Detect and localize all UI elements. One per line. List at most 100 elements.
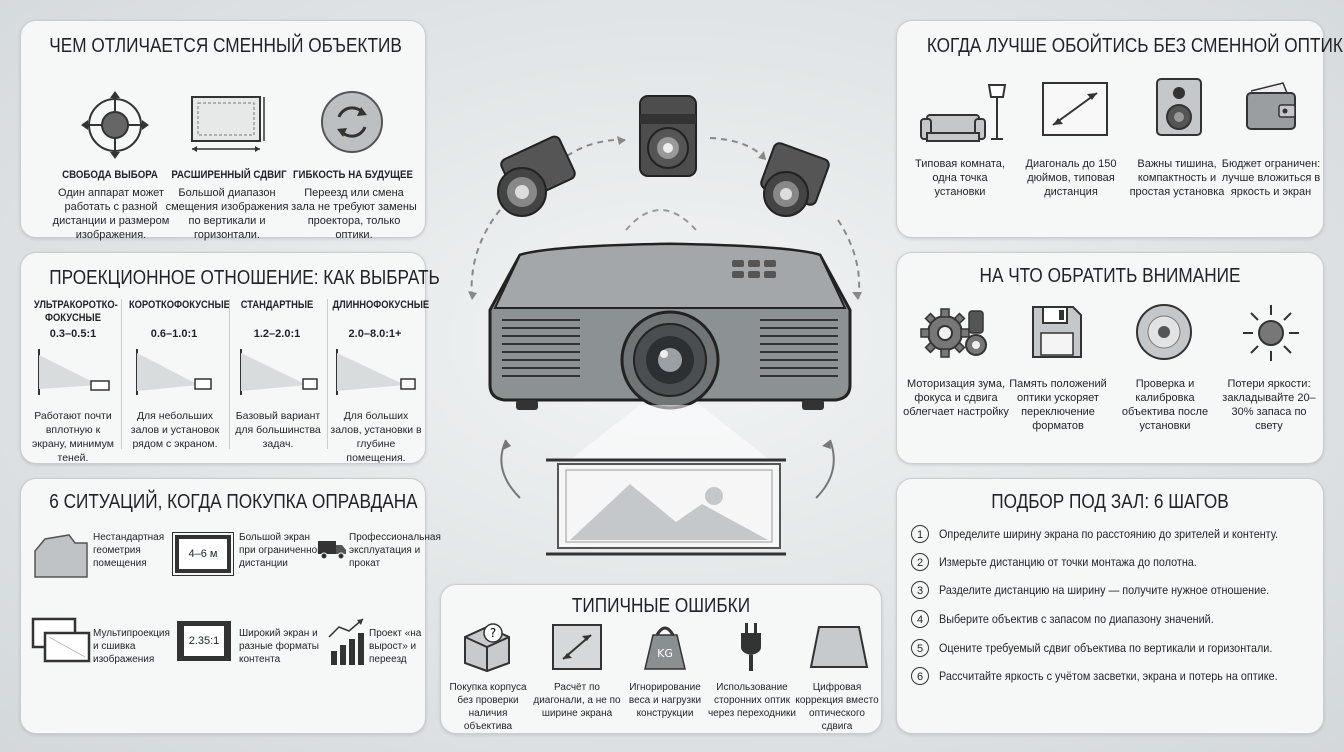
panel-lens-differences: ЧЕМ ОТЛИЧАЕТСЯ СМЕННЫЙ ОБЪЕКТИВ СВОБОДА … bbox=[20, 20, 426, 241]
truck-icon bbox=[318, 541, 346, 560]
lens-right-icon bbox=[760, 142, 830, 217]
step-text: Рассчитайте яркость с учётом засветки, э… bbox=[939, 669, 1278, 683]
diagonal-icon bbox=[1042, 82, 1108, 136]
panel-title: КОГДА ЛУЧШЕ ОБОЙТИСЬ БЕЗ СМЕННОЙ ОПТИКИ bbox=[926, 35, 1344, 57]
step-text: Оцените требуемый сдвиг объектива по вер… bbox=[939, 641, 1273, 655]
gears-icon bbox=[920, 308, 987, 358]
ratio-heading: ДЛИННОФОКУСНЫЕ bbox=[332, 299, 430, 311]
aspect-ratio-badge: 2.35:1 bbox=[188, 635, 220, 647]
ultra-short-diagram-icon bbox=[38, 349, 110, 395]
situation-text: Профессиональная эксплуатация и прокат bbox=[349, 532, 441, 569]
adapter-plug-icon bbox=[741, 623, 761, 671]
ratio-heading: КОРОТКОФОКУСНЫЕ bbox=[128, 299, 230, 311]
step-number: 1 bbox=[911, 525, 929, 543]
short-throw-diagram-icon bbox=[136, 349, 212, 395]
mistake-text: Расчёт по диагонали, а не по ширине экра… bbox=[533, 682, 621, 719]
mistake-text: Покупка корпуса без проверки наличия объ… bbox=[449, 682, 527, 732]
panel-title: ЧЕМ ОТЛИЧАЕТСЯ СМЕННЫЙ ОБЪЕКТИВ bbox=[49, 35, 402, 57]
step-number: 6 bbox=[911, 667, 929, 685]
step-number: 2 bbox=[911, 553, 929, 571]
ratio-value: 2.0–8.0:1+ bbox=[348, 328, 402, 340]
divider bbox=[229, 299, 230, 449]
weight-icon: KG bbox=[644, 626, 686, 670]
attention-text: Моторизация зума, фокуса и сдвига облегч… bbox=[903, 378, 1009, 418]
shift-frame-icon bbox=[191, 96, 265, 152]
panel-title: ПОДБОР ПОД ЗАЛ: 6 ШАГОВ bbox=[991, 491, 1229, 513]
panel-attention: НА ЧТО ОБРАТИТЬ ВНИМАНИЕ Моторизация зум… bbox=[896, 252, 1324, 464]
multi-screen-icon bbox=[31, 617, 91, 663]
lens-item-heading: СВОБОДА ВЫБОРА bbox=[62, 169, 158, 181]
panel-situations: 6 СИТУАЦИЙ, КОГДА ПОКУПКА ОПРАВДАНА Нест… bbox=[20, 478, 441, 734]
growth-chart-icon bbox=[328, 618, 364, 665]
lens-item-text: Один аппарат может работать с разной дис… bbox=[52, 187, 170, 241]
lens-center-icon bbox=[639, 95, 697, 177]
lens-item-heading: ГИБКОСТЬ НА БУДУЩЕЕ bbox=[293, 169, 413, 181]
ratio-heading: УЛЬТРАКОРОТКО-ФОКУСНЫЕ bbox=[33, 299, 118, 324]
ratio-value: 1.2–2.0:1 bbox=[253, 328, 301, 340]
sun-icon bbox=[1243, 305, 1299, 361]
mistake-text: Игнорирование веса и нагрузки конструкци… bbox=[628, 682, 702, 719]
step-text: Выберите объектив с запасом по диапазону… bbox=[939, 612, 1214, 626]
target-icon bbox=[81, 91, 149, 159]
attention-text: Память положений оптики ускоряет переклю… bbox=[1009, 378, 1107, 432]
box-question-icon: ? bbox=[464, 623, 510, 673]
mistake-text: Использование сторонних оптик через пере… bbox=[707, 682, 797, 719]
ratio-text: Базовый вариант для большинства задач. bbox=[235, 410, 321, 450]
big-screen-icon: 4–6 м bbox=[172, 532, 234, 576]
divider bbox=[327, 299, 328, 449]
attention-text: Потери яркости: закладывайте 20–30% запа… bbox=[1222, 378, 1316, 432]
panel-projection-ratio: ПРОЕКЦИОННОЕ ОТНОШЕНИЕ: КАК ВЫБРАТЬ УЛЬТ… bbox=[20, 252, 440, 464]
projector-illustration bbox=[468, 95, 862, 556]
ratio-text: Для больших залов, установки в глубине п… bbox=[330, 410, 422, 464]
without-text: Важны тишина, компактность и простая уст… bbox=[1129, 158, 1225, 198]
panel-title: ПРОЕКЦИОННОЕ ОТНОШЕНИЕ: КАК ВЫБРАТЬ bbox=[49, 267, 440, 289]
ratio-text: Работают почти вплотную к экрану, миниму… bbox=[32, 410, 114, 464]
panel-steps: ПОДБОР ПОД ЗАЛ: 6 ШАГОВ 1 Определите шир… bbox=[896, 478, 1324, 734]
floppy-icon bbox=[1032, 306, 1082, 358]
sofa-lamp-icon bbox=[920, 84, 1007, 142]
situation-text: Большой экран при ограниченной дистанции bbox=[239, 532, 323, 569]
panel-title: ТИПИЧНЫЕ ОШИБКИ bbox=[571, 595, 751, 617]
trapezoid-icon bbox=[809, 626, 869, 668]
step-number: 3 bbox=[911, 581, 929, 599]
disc-icon bbox=[1136, 304, 1192, 360]
lens-left-icon bbox=[497, 135, 576, 217]
situation-text: Проект «на вырост» и переезд bbox=[369, 628, 422, 665]
panel-without-optics: КОГДА ЛУЧШЕ ОБОЙТИСЬ БЕЗ СМЕННОЙ ОПТИКИ … bbox=[896, 20, 1344, 238]
diagonal-icon bbox=[552, 624, 602, 670]
ratio-value: 0.6–1.0:1 bbox=[150, 328, 198, 340]
panel-mistakes: ТИПИЧНЫЕ ОШИБКИ ? Покупка корпуса без пр… bbox=[440, 584, 882, 734]
lens-item-heading: РАСШИРЕННЫЙ СДВИГ bbox=[171, 169, 287, 181]
situation-text: Мультипроекция и сшивка изображения bbox=[93, 628, 170, 665]
divider bbox=[121, 299, 122, 449]
wide-screen-icon: 2.35:1 bbox=[177, 621, 231, 661]
without-text: Бюджет ограничен: лучше вложиться в ярко… bbox=[1221, 158, 1321, 198]
kg-badge: KG bbox=[657, 647, 673, 660]
ratio-heading: СТАНДАРТНЫЕ bbox=[240, 299, 314, 311]
panel-title: НА ЧТО ОБРАТИТЬ ВНИМАНИЕ bbox=[979, 265, 1241, 287]
ratio-value: 0.3–0.5:1 bbox=[49, 328, 97, 340]
situation-text: Нестандартная геометрия помещения bbox=[93, 532, 165, 569]
step-number: 5 bbox=[911, 639, 929, 657]
ratio-text: Для небольших залов и установок рядом с … bbox=[130, 410, 220, 450]
long-throw-diagram-icon bbox=[336, 349, 416, 395]
step-text: Измерьте дистанцию от точки монтажа до п… bbox=[939, 555, 1197, 569]
panel-title: 6 СИТУАЦИЙ, КОГДА ПОКУПКА ОПРАВДАНА bbox=[49, 491, 418, 513]
situation-text: Широкий экран и разные форматы контента bbox=[239, 628, 319, 665]
step-number: 4 bbox=[911, 610, 929, 628]
standard-throw-diagram-icon bbox=[240, 349, 318, 395]
without-text: Диагональ до 150 дюймов, типовая дистанц… bbox=[1025, 158, 1117, 198]
refresh-icon bbox=[321, 91, 383, 153]
wallet-icon bbox=[1246, 82, 1296, 130]
screen-size-badge: 4–6 м bbox=[188, 548, 218, 560]
mistake-text: Цифровая коррекция вместо оптического сд… bbox=[795, 682, 879, 732]
step-text: Определите ширину экрана по расстоянию д… bbox=[939, 527, 1279, 541]
lens-item-text: Переезд или смена зала не требуют замены… bbox=[291, 187, 417, 241]
lens-item-text: Большой диапазон смещения изображения по… bbox=[165, 187, 289, 241]
room-shape-icon bbox=[34, 534, 88, 578]
step-text: Разделите дистанцию на ширину — получите… bbox=[939, 583, 1270, 597]
attention-text: Проверка и калибровка объектива после ус… bbox=[1121, 378, 1209, 432]
speaker-icon bbox=[1156, 78, 1202, 136]
svg-text:?: ? bbox=[490, 626, 496, 640]
without-text: Типовая комната, одна точка установки bbox=[915, 158, 1005, 198]
